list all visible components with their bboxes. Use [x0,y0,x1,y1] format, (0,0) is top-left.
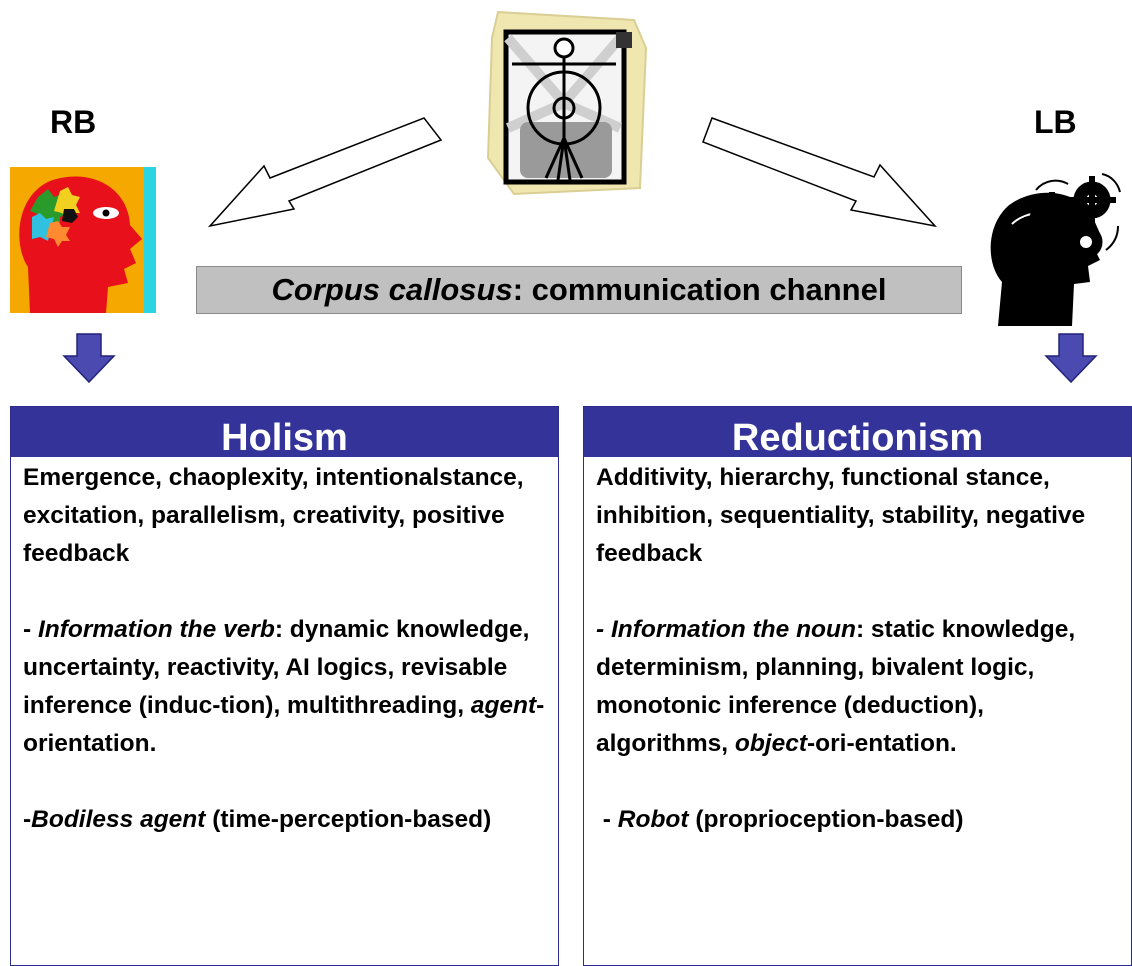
colorful-head-puzzle-icon [10,167,156,313]
reductionism-body: Additivity, hierarchy, functional stance… [584,457,1131,839]
holism-p2-text: : dynamic knowledge, uncertainty, reacti… [23,616,530,719]
holism-paragraph-3: -Bodiless agent (time-perception-based) [23,801,546,839]
reductionism-paragraph-1: Additivity, hierarchy, functional stance… [596,464,1086,567]
holism-p3-text: (time-perception-based) [205,806,492,833]
reductionism-p3-text: (proprioception-based) [688,806,964,833]
down-arrow-icon [1044,333,1098,384]
reductionism-p2-italic: - Information the noun [596,616,856,643]
holism-p2-italic: Information the verb [37,616,275,643]
holism-title: Holism [11,407,558,457]
holism-p2-italic2: agent [470,692,537,719]
holism-p3-dash: - [23,806,32,833]
reductionism-paragraph-2: - Information the noun: static knowledge… [596,611,1119,763]
holism-paragraph-2: - Information the verb: dynamic knowledg… [23,611,546,763]
holism-p2-end: -orientation. [23,692,545,757]
reductionism-p2-text: : static knowledge, determinism, plannin… [596,616,1076,757]
callosus-rest: : communication channel [512,272,887,307]
holism-body: Emergence, chaoplexity, intentionalstanc… [11,457,558,839]
holism-panel: Holism Emergence, chaoplexity, intention… [10,406,559,966]
reductionism-title: Reductionism [584,407,1131,457]
holism-p2-dash: - [23,616,38,643]
lb-label: LB [1034,104,1077,140]
holism-p3-italic: Bodiless agent [31,806,206,833]
down-arrow-icon [62,333,116,384]
rb-label: RB [50,104,97,140]
reductionism-panel: Reductionism Additivity, hierarchy, func… [583,406,1132,966]
callosus-italic: Corpus callosus [271,272,513,307]
holism-paragraph-1: Emergence, chaoplexity, intentionalstanc… [23,464,524,567]
head-with-gears-icon [990,173,1121,326]
reductionism-paragraph-3: - Robot (proprioception-based) [596,801,1119,839]
vitruvian-man-icon [486,10,648,196]
reductionism-p2-end: -ori-entation. [807,730,957,757]
reductionism-p3-dash: - [596,806,618,833]
reductionism-p3-italic: Robot [617,806,689,833]
corpus-callosus-bar: Corpus callosus: communication channel [196,266,962,314]
reductionism-p2-italic2: object [734,730,808,757]
